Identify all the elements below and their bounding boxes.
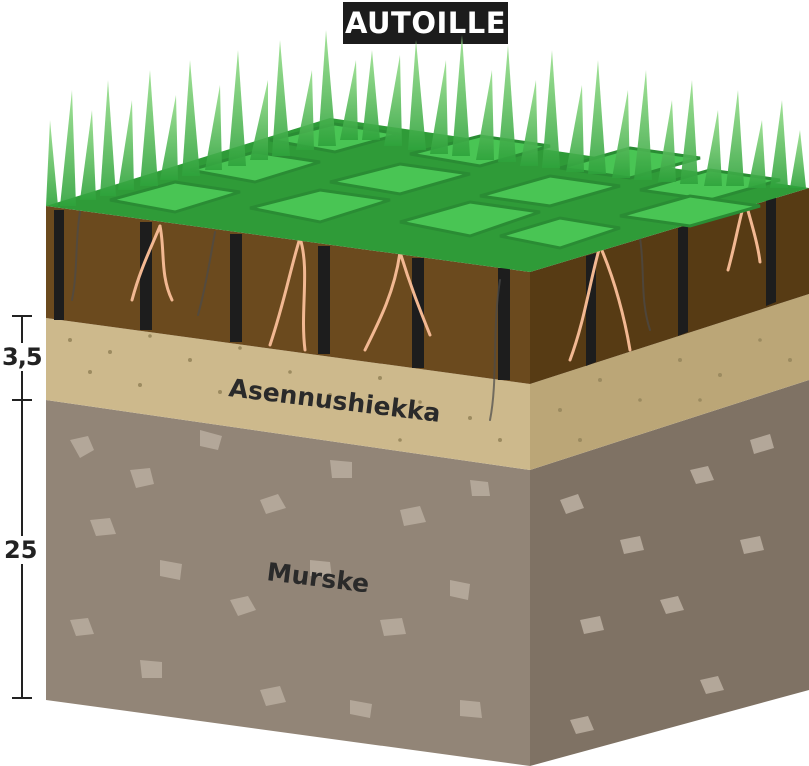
soil-layer-side bbox=[530, 188, 809, 384]
sand-speckles bbox=[68, 334, 792, 442]
gravel-stones bbox=[70, 430, 774, 734]
grass-blades bbox=[46, 30, 806, 206]
dim-label-gravel: 25 bbox=[2, 536, 40, 564]
soil-layer-front bbox=[46, 206, 530, 384]
title-badge: AUTOILLE bbox=[343, 2, 508, 44]
gravel-layer-front bbox=[46, 400, 530, 766]
dim-label-sand: 3,5 bbox=[0, 343, 44, 371]
sand-layer-side bbox=[530, 294, 809, 470]
dimension-line bbox=[12, 315, 32, 699]
grid-posts bbox=[54, 197, 776, 380]
grass-roots bbox=[130, 198, 762, 362]
gravel-layer-side bbox=[530, 380, 809, 766]
sand-layer-front bbox=[46, 318, 530, 470]
grass-roots-dark bbox=[71, 211, 651, 421]
